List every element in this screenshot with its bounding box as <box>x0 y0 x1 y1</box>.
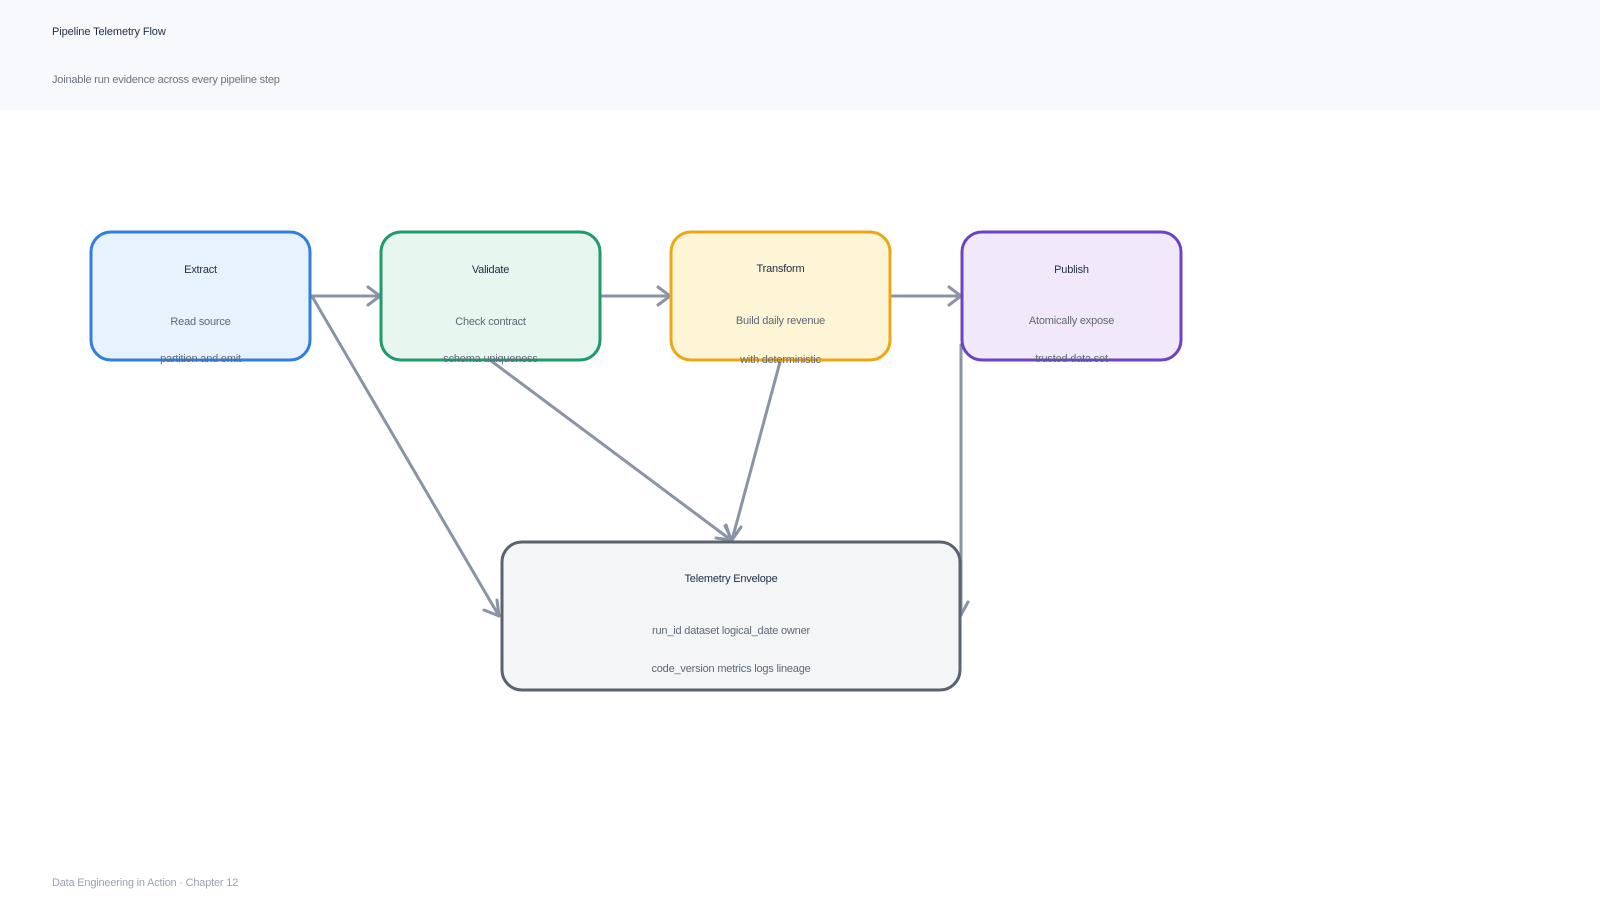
node-extract-line-1: Read source <box>170 316 230 328</box>
page-title: Pipeline Telemetry Flow <box>52 26 166 38</box>
node-extract-line-2: partition and emit <box>160 353 241 365</box>
node-publish-title: Publish <box>1054 264 1089 276</box>
node-envelope-box <box>500 540 962 692</box>
node-validate-line-1: Check contract <box>455 316 526 328</box>
edges <box>309 285 970 618</box>
node-extract-title: Extract <box>184 264 217 276</box>
node-extract[interactable]: Extract Read source partition and emit <box>89 230 312 365</box>
node-telemetry-envelope[interactable]: Telemetry Envelope run_id dataset logica… <box>500 540 962 692</box>
node-validate[interactable]: Validate Check contract schema uniquenes… <box>379 230 602 365</box>
edge-validate-envelope <box>488 358 733 542</box>
node-validate-box <box>379 230 602 362</box>
node-transform-line-1: Build daily revenue <box>736 315 825 327</box>
node-transform-title: Transform <box>757 263 805 275</box>
footer-caption: Data Engineering in Action · Chapter 12 <box>52 877 239 889</box>
node-publish[interactable]: Publish Atomically expose trusted data s… <box>960 230 1183 365</box>
arrowhead-transform-envelope <box>723 524 743 542</box>
node-transform-line-2: with deterministic <box>739 354 821 366</box>
page-subtitle: Joinable run evidence across every pipel… <box>52 74 280 86</box>
node-publish-line-2: trusted data set <box>1035 353 1108 365</box>
node-envelope-line-2: code_version metrics logs lineage <box>651 663 810 675</box>
header-band: Pipeline Telemetry Flow Joinable run evi… <box>0 0 1600 110</box>
edge-extract-envelope <box>311 296 501 618</box>
node-validate-line-2: schema uniqueness <box>443 353 538 365</box>
node-extract-box <box>89 230 312 362</box>
node-transform[interactable]: Transform Build daily revenue with deter… <box>669 230 892 366</box>
node-envelope-line-1: run_id dataset logical_date owner <box>652 625 810 637</box>
node-envelope-title: Telemetry Envelope <box>684 573 777 585</box>
arrowhead-extract-envelope <box>482 598 501 618</box>
node-publish-box <box>960 230 1183 362</box>
node-validate-title: Validate <box>472 264 509 276</box>
edge-transform-envelope <box>730 360 782 542</box>
node-publish-line-1: Atomically expose <box>1029 315 1114 327</box>
node-transform-box <box>669 230 892 362</box>
